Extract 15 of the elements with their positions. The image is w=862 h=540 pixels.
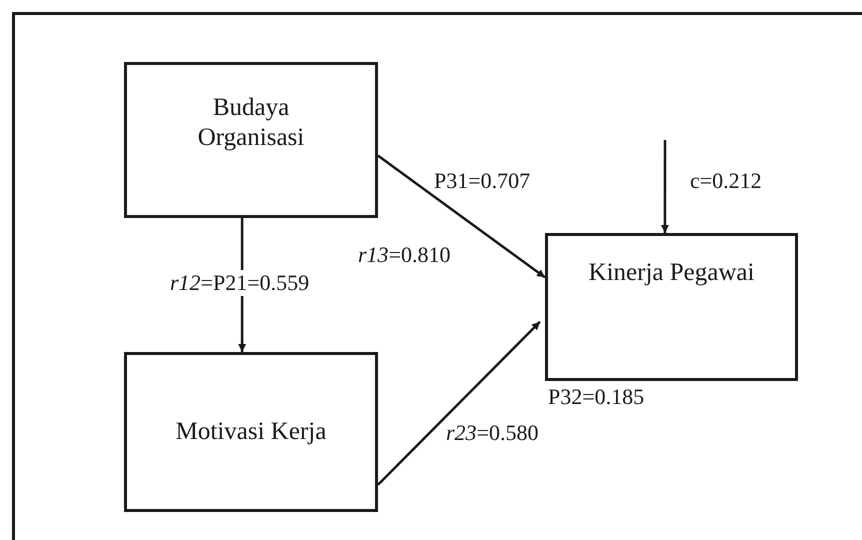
edge-label: r12=P21=0.559: [168, 270, 312, 296]
variable-box: [124, 62, 378, 218]
variable-name: Kinerja Pegawai: [588, 258, 756, 288]
variable-box: [124, 352, 378, 512]
correlation-label: r23=0.580: [445, 420, 540, 446]
variable-name: Motivasi Kerja: [174, 417, 328, 447]
arrow: [377, 320, 541, 486]
edge-label: c=0.212: [689, 168, 763, 194]
variable-name: Budaya Organisasi: [196, 93, 306, 153]
arrow: [377, 154, 546, 278]
arrow: [660, 140, 669, 233]
variable-box: [545, 233, 798, 381]
correlation-label: r13=0.810: [357, 242, 452, 268]
edge-label: P31=0.707: [433, 168, 532, 194]
edge-label: P32=0.185: [547, 384, 646, 410]
